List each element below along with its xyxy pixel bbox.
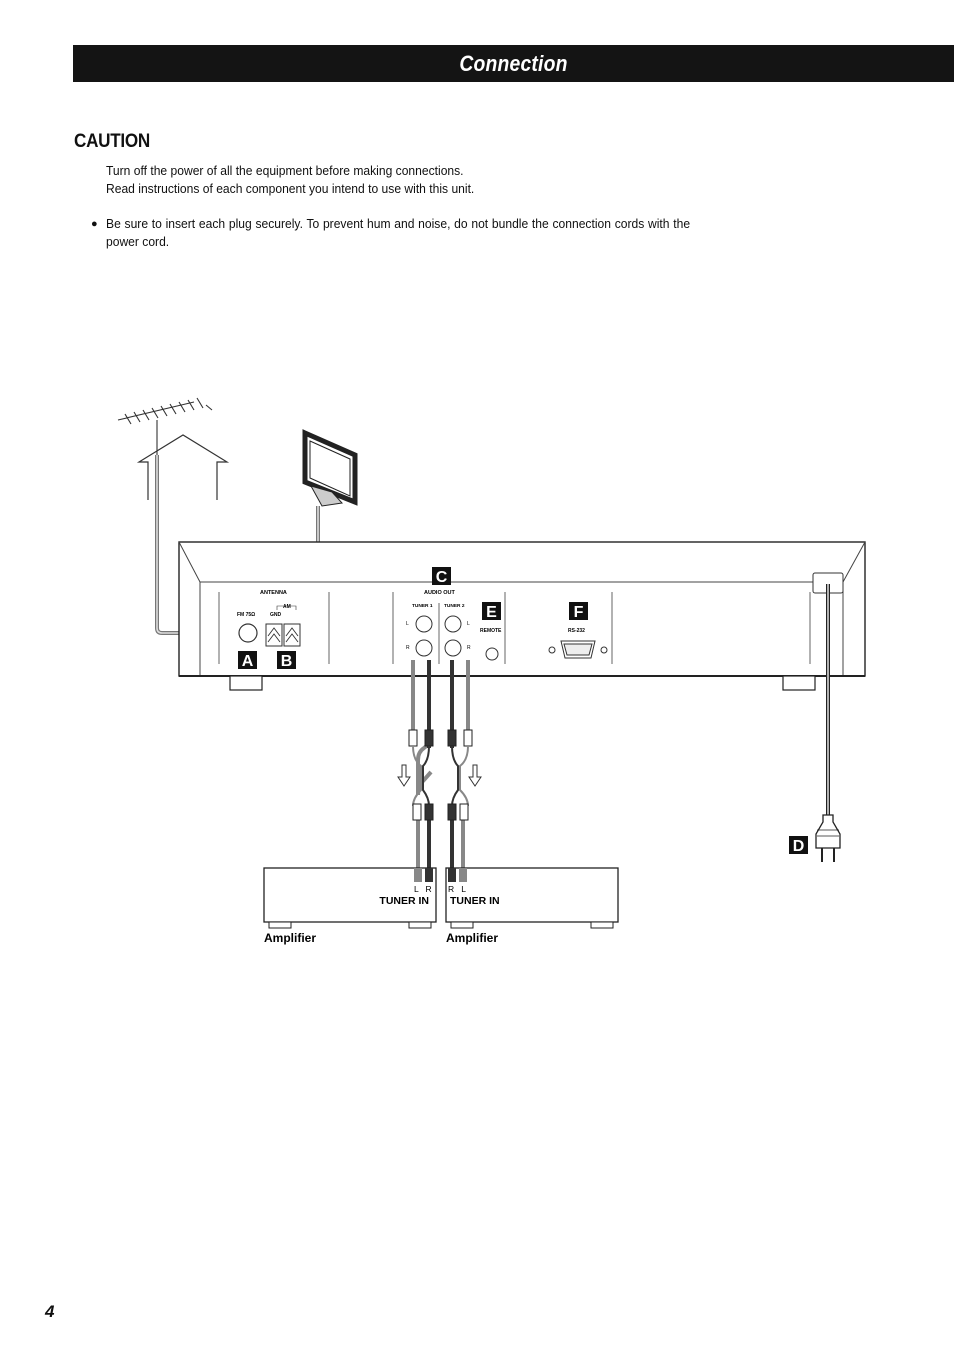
amp-right-jack-label: TUNER IN [450, 895, 500, 907]
section-title-bar: Connection [73, 45, 954, 82]
amp-left-lr-label: L R [414, 884, 432, 894]
fm-label: FM 75Ω [237, 612, 255, 618]
callout-a: A [242, 653, 254, 670]
section-title: Connection [459, 50, 568, 76]
am-label: AM [283, 604, 291, 610]
rca-cables [408, 660, 473, 868]
caution-heading: CAUTION [74, 131, 151, 152]
antenna-label: ANTENNA [260, 590, 287, 596]
amp-right-lr-label: R L [448, 884, 466, 894]
callout-d: D [793, 838, 805, 855]
amp-left-name: Amplifier [264, 931, 316, 945]
callout-f: F [574, 604, 584, 621]
caution-text: Turn off the power of all the equipment … [106, 162, 474, 198]
tuner1-l-label: L [406, 621, 409, 627]
callout-c: C [436, 569, 448, 586]
ac-plug-icon [815, 814, 841, 862]
tuner1-r-label: R [406, 645, 410, 651]
audio-out-label: AUDIO OUT [424, 590, 456, 596]
page-number: 4 [45, 1302, 55, 1321]
audio-out-jacks[interactable] [415, 615, 462, 657]
am-antenna-terminals[interactable] [265, 623, 301, 647]
callout-e: E [486, 604, 497, 621]
bullet-dot-icon: ● [91, 218, 98, 230]
amp-right-name: Amplifier [446, 931, 498, 945]
caution-line-1: Turn off the power of all the equipment … [106, 163, 464, 178]
amplifier-right [445, 867, 619, 929]
callout-b: B [281, 653, 293, 670]
tuner2-l-label: L [467, 621, 470, 627]
gnd-label: GND [270, 612, 282, 618]
tuner2-label: TUNER 2 [444, 603, 465, 609]
caution-bullet-text: Be sure to insert each plug securely. To… [106, 216, 691, 249]
tuner1-label: TUNER 1 [412, 603, 433, 609]
amplifier-left [263, 867, 437, 929]
fm-antenna-jack[interactable] [238, 623, 258, 643]
rs232-port[interactable] [548, 640, 608, 659]
tuner2-r-label: R [467, 645, 471, 651]
remote-label: REMOTE [480, 628, 502, 634]
down-arrow-icon [397, 764, 482, 787]
remote-jack[interactable] [485, 647, 499, 661]
caution-line-2: Read instructions of each component you … [106, 181, 475, 196]
fm-antenna-icon [117, 397, 213, 455]
house-illustration [136, 434, 230, 500]
amp-left-jack-label: TUNER IN [379, 895, 429, 907]
am-loop-antenna-icon [302, 429, 358, 507]
rs232-label: RS-232 [568, 628, 585, 634]
